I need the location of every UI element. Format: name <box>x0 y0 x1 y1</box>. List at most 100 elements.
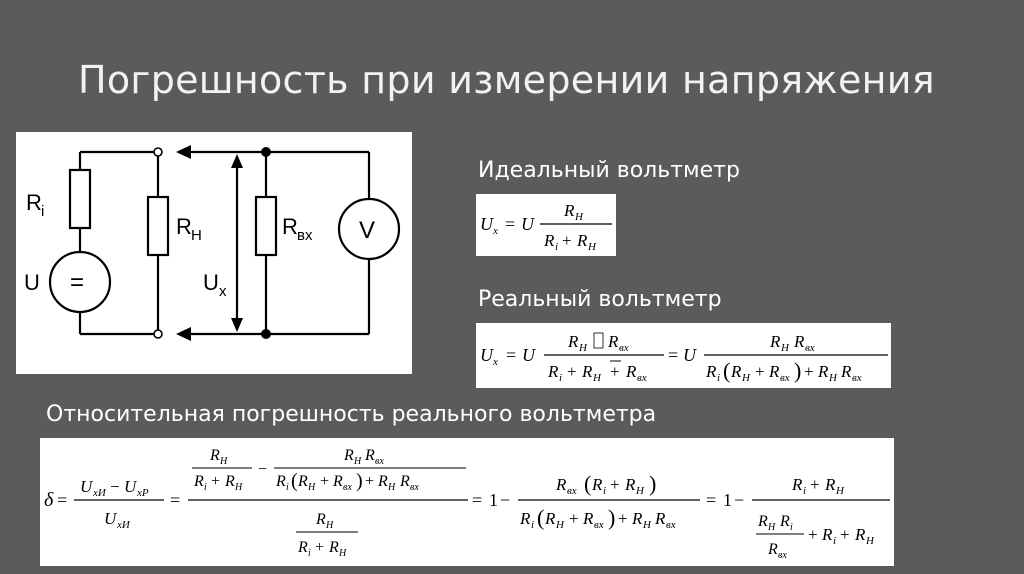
relative-error-formula: δ = U xИ − U xP U xИ = R H R i + R H − R… <box>40 438 894 566</box>
svg-text:R: R <box>364 447 375 464</box>
svg-text:вх: вх <box>805 342 815 354</box>
svg-text:U: U <box>124 477 138 496</box>
svg-text:U: U <box>521 214 535 234</box>
svg-text:i: i <box>790 522 793 533</box>
svg-text:R: R <box>791 475 803 494</box>
real-voltmeter-label: Реальный вольтметр <box>478 287 722 312</box>
svg-text:i: i <box>555 241 558 253</box>
svg-text:R: R <box>544 509 556 528</box>
svg-text:вх: вх <box>778 550 787 561</box>
svg-text:R: R <box>817 362 829 381</box>
ideal-voltmeter-label: Идеальный вольтметр <box>478 158 740 183</box>
svg-text:H: H <box>307 482 316 493</box>
svg-text:R: R <box>730 362 742 381</box>
svg-text:): ) <box>794 358 801 383</box>
svg-text:H: H <box>865 535 875 547</box>
svg-text:R: R <box>555 475 567 494</box>
svg-text:R: R <box>854 525 866 544</box>
svg-text:H: H <box>635 485 645 497</box>
svg-text:R: R <box>377 473 388 490</box>
terminal-bottom <box>153 329 163 339</box>
svg-text:R: R <box>757 513 768 530</box>
svg-text:H: H <box>835 485 845 497</box>
svg-text:i: i <box>603 485 606 497</box>
svg-text:+: + <box>810 475 820 494</box>
svg-text:): ) <box>608 505 615 530</box>
rh-subscript: H <box>191 227 202 244</box>
ri-label: R <box>26 190 42 215</box>
svg-text:R: R <box>840 362 852 381</box>
junction-bottom <box>261 329 271 339</box>
svg-text:=: = <box>472 490 482 510</box>
svg-text:H: H <box>325 520 334 531</box>
svg-text:+: + <box>211 473 220 490</box>
svg-text:1: 1 <box>489 490 498 510</box>
svg-text:+: + <box>804 362 814 381</box>
real-formula: U x = U R H R вх R i + R H + R вх = U R … <box>476 323 891 388</box>
svg-text:R: R <box>821 525 833 544</box>
svg-text:вх: вх <box>594 519 604 531</box>
svg-text:i: i <box>204 482 207 493</box>
svg-text:(: ( <box>537 505 544 530</box>
svg-text:x: x <box>492 225 498 237</box>
svg-text:вх: вх <box>567 485 577 497</box>
svg-text:R: R <box>193 473 204 490</box>
svg-text:+: + <box>610 475 620 494</box>
svg-text:H: H <box>555 519 565 531</box>
svg-text:i: i <box>803 485 806 497</box>
svg-text:R: R <box>576 231 588 250</box>
svg-text:i: i <box>717 372 720 384</box>
svg-text:+: + <box>562 231 572 250</box>
svg-text:+: + <box>755 362 765 381</box>
svg-text:U: U <box>104 509 118 528</box>
svg-text:H: H <box>741 372 751 384</box>
rh-label: R <box>176 214 192 239</box>
u-label: U <box>24 270 40 295</box>
svg-text:+: + <box>610 362 620 381</box>
svg-text:R: R <box>768 362 780 381</box>
svg-text:−: − <box>734 490 744 510</box>
svg-text:x: x <box>492 356 498 368</box>
svg-text:δ: δ <box>44 489 54 511</box>
junction-top <box>261 147 271 157</box>
svg-text:+: + <box>569 509 579 528</box>
svg-text:R: R <box>563 201 575 220</box>
svg-text:R: R <box>547 362 559 381</box>
svg-text:R: R <box>769 332 781 351</box>
svg-text:R: R <box>631 509 643 528</box>
svg-text:i: i <box>531 519 534 531</box>
svg-text:+: + <box>365 473 374 490</box>
svg-text:+: + <box>567 362 577 381</box>
ux-label: U <box>203 270 219 295</box>
svg-text:H: H <box>234 482 243 493</box>
svg-text:−: − <box>258 461 267 478</box>
svg-text:вх: вх <box>410 482 419 493</box>
svg-text:+: + <box>840 525 850 544</box>
svg-text:i: i <box>833 535 836 547</box>
svg-text:U: U <box>683 345 697 365</box>
svg-text:H: H <box>592 372 602 384</box>
rvx-subscript: вх <box>297 227 313 244</box>
svg-text:H: H <box>642 519 652 531</box>
svg-text:R: R <box>767 541 778 558</box>
svg-text:вх: вх <box>343 482 352 493</box>
svg-text:R: R <box>224 473 235 490</box>
svg-text:R: R <box>328 539 339 556</box>
svg-text:вх: вх <box>852 372 862 384</box>
svg-text:H: H <box>587 241 597 253</box>
svg-text:вх: вх <box>666 519 676 531</box>
svg-text:H: H <box>387 482 396 493</box>
svg-text:+: + <box>808 525 818 544</box>
svg-text:H: H <box>338 548 347 559</box>
svg-text:R: R <box>582 509 594 528</box>
svg-text:H: H <box>574 211 584 223</box>
svg-text:(: ( <box>291 470 298 492</box>
svg-text:=: = <box>505 214 515 234</box>
voltmeter-letter: V <box>359 217 375 244</box>
svg-text:): ) <box>356 470 363 492</box>
svg-text:i: i <box>308 548 311 559</box>
svg-text:1: 1 <box>723 490 732 510</box>
svg-text:xИ: xИ <box>92 487 107 499</box>
svg-text:R: R <box>625 362 637 381</box>
svg-text:R: R <box>705 362 717 381</box>
